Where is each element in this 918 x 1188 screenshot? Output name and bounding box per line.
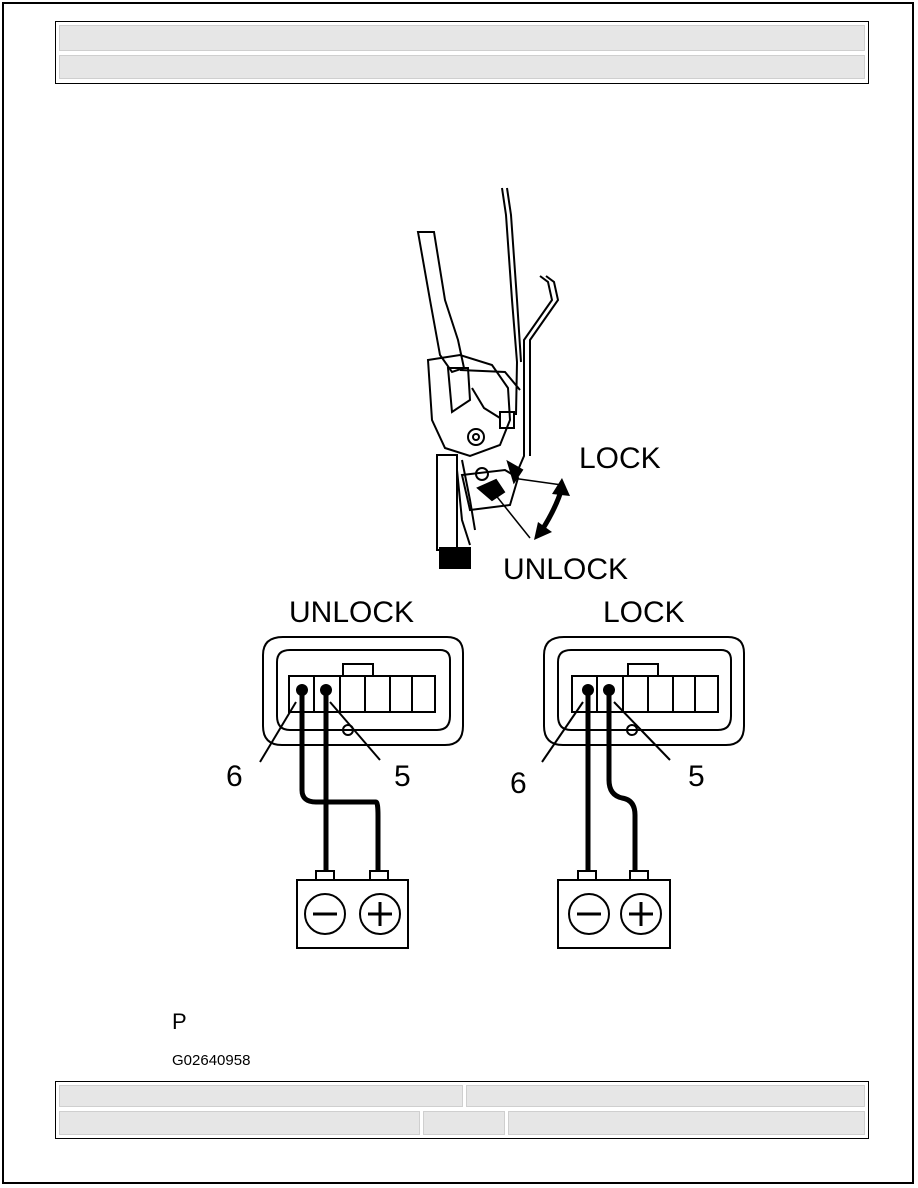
pin-6-label: 6: [510, 767, 527, 800]
battery: [557, 870, 671, 949]
figure-id: G02640958: [172, 1052, 251, 1069]
battery: [296, 870, 409, 949]
unlock-connector-diagram: UNLOCK 6 5: [226, 596, 464, 949]
pin-5-label: 5: [394, 760, 411, 793]
connector-state-label: LOCK: [603, 596, 685, 629]
battery-negative-terminal: [568, 893, 610, 935]
battery-positive-terminal: [359, 893, 401, 935]
door-lock-mechanism: [416, 187, 570, 569]
footer-cell-top-left: [59, 1085, 463, 1107]
unlock-position-label: UNLOCK: [503, 553, 628, 586]
lock-position-label: LOCK: [579, 442, 661, 475]
connector-state-label: UNLOCK: [289, 596, 414, 629]
footer-cell-top-right: [466, 1085, 865, 1107]
footer-cell-bottom-middle: [423, 1111, 505, 1135]
battery-negative-terminal: [304, 893, 346, 935]
connector-housing: [543, 636, 745, 746]
figure-caption: P: [172, 1009, 187, 1034]
footer-cell-bottom-right: [508, 1111, 865, 1135]
footer-table: [55, 1081, 869, 1139]
connector-housing: [262, 636, 464, 746]
footer-cell-bottom-left: [59, 1111, 420, 1135]
test-leads: [541, 690, 671, 872]
test-leads: [259, 690, 381, 872]
header-subtitle-row: [59, 55, 865, 79]
pin-6-label: 6: [226, 760, 243, 793]
header-title-row: [59, 25, 865, 51]
pin-5-label: 5: [688, 760, 705, 793]
lock-connector-diagram: LOCK 6 5: [510, 596, 745, 949]
battery-positive-terminal: [620, 893, 662, 935]
header-table: [55, 21, 869, 84]
